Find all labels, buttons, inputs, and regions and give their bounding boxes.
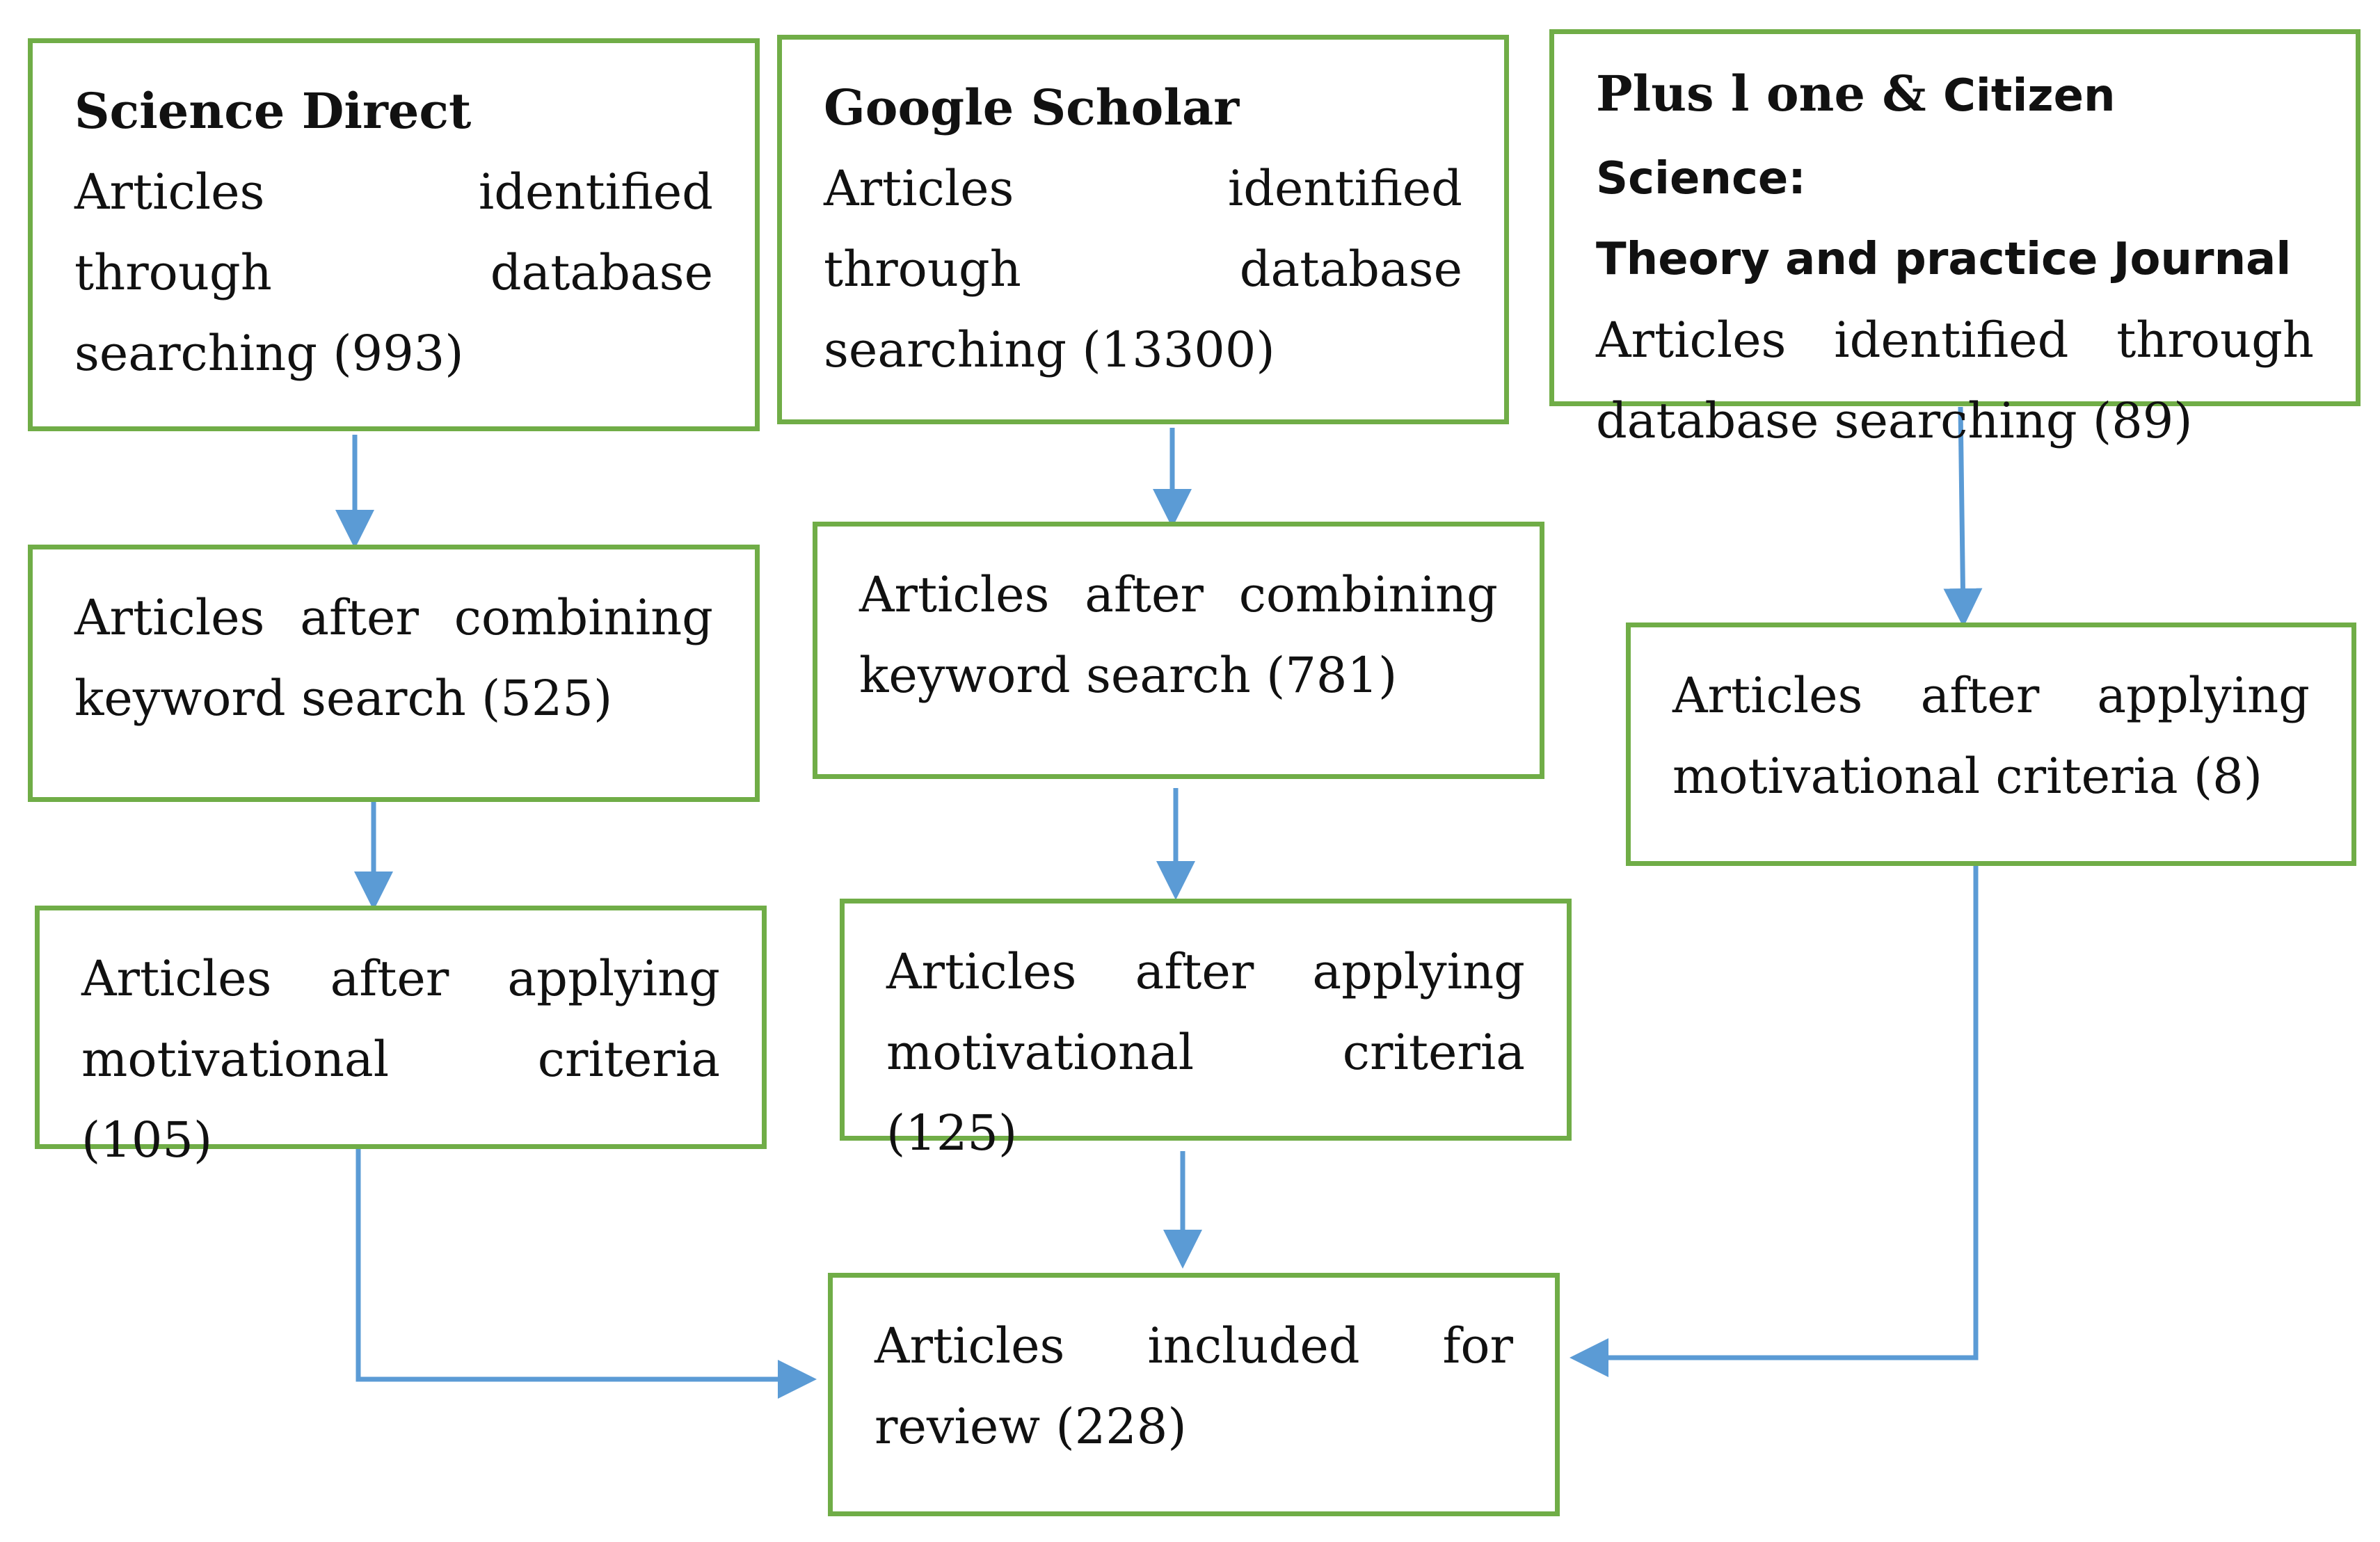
science-direct-criteria-box: Articles after applying motivational cri… xyxy=(35,906,767,1168)
review-included-box: Articles included for review (228) xyxy=(828,1273,1560,1516)
science-direct-identified-box: Science Direct Articles identified throu… xyxy=(28,38,760,431)
criteria-text: Articles after applying motivational cri… xyxy=(1672,667,2310,805)
combined-text: Articles after combining keyword search … xyxy=(74,589,713,727)
source-name: Google Scholar xyxy=(824,79,1240,136)
source-name-part1: Plus l one & xyxy=(1596,65,1926,122)
criteria-text: Articles after applying motivational cri… xyxy=(886,943,1525,1162)
identified-text: Articles identified through database sea… xyxy=(74,163,713,382)
plus-one-criteria-box: Articles after applying motivational cri… xyxy=(1626,623,2356,866)
google-scholar-combined-box: Articles after combining keyword search … xyxy=(813,522,1544,779)
science-direct-combined-box: Articles after combining keyword search … xyxy=(28,545,760,802)
google-scholar-identified-box: Google Scholar Articles identified throu… xyxy=(777,35,1509,424)
combined-text: Articles after combining keyword search … xyxy=(859,566,1498,704)
source-name-part2: Citizen Science: xyxy=(1596,70,2116,204)
plus-one-identified-box: Plus l one & Citizen Science: Theory and… xyxy=(1549,29,2361,449)
criteria-text: Articles after applying motivational cri… xyxy=(81,950,720,1168)
google-scholar-criteria-box: Articles after applying motivational cri… xyxy=(840,899,1572,1162)
source-name-line2: Theory and practice Journal xyxy=(1596,234,2292,285)
arrow-po-criteria-to-final xyxy=(1570,866,1979,1377)
final-text: Articles included for review (228) xyxy=(874,1317,1513,1455)
identified-text: Articles identified through database sea… xyxy=(824,160,1462,378)
arrow-sd-criteria-to-final xyxy=(356,1144,817,1399)
source-name: Plus l one & Citizen Science: xyxy=(1596,54,2314,219)
arrow-po-identified-to-criteria xyxy=(1943,406,1983,627)
identified-text: Articles identified through database sea… xyxy=(1596,312,2314,449)
source-name: Science Direct xyxy=(74,82,472,140)
